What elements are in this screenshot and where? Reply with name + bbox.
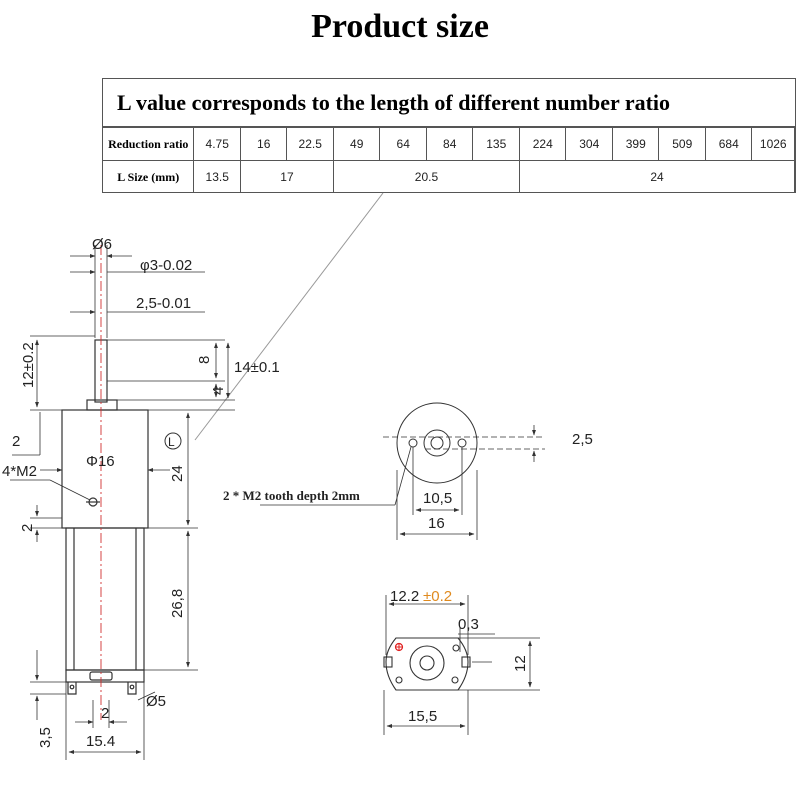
l-leader-line xyxy=(194,192,384,441)
table-heading: L value corresponds to the length of dif… xyxy=(103,79,795,127)
l-size-cell: 24 xyxy=(518,160,796,193)
dim-top-10-5: 10,5 xyxy=(423,490,452,507)
dim-3-5: 3,5 xyxy=(37,727,54,748)
ratio-grid: Reduction ratio 4.75 16 22.5 49 64 84 13… xyxy=(103,127,796,193)
top-screw-hole-left xyxy=(408,438,418,448)
screw-label: 4*M2 xyxy=(2,463,37,480)
gearbox-top-view xyxy=(396,402,478,484)
ratio-cell: 1026 xyxy=(751,127,795,161)
dim-top-2-5: 2,5 xyxy=(572,431,593,448)
row-label-l-size: L Size (mm) xyxy=(103,160,195,193)
dim-phi16: Φ16 xyxy=(86,453,115,470)
dim-4: 4 xyxy=(210,387,227,395)
ratio-row: Reduction ratio 4.75 16 22.5 49 64 84 13… xyxy=(103,127,795,161)
dim-dia5: Ø5 xyxy=(146,693,166,710)
ratio-cell: 399 xyxy=(611,127,660,161)
dim-flat: 2,5-0.01 xyxy=(136,295,191,312)
ratio-cell: 49 xyxy=(332,127,381,161)
row-label-reduction-ratio: Reduction ratio xyxy=(103,127,195,161)
ratio-cell: 135 xyxy=(472,127,520,161)
end-bushing xyxy=(409,645,445,681)
dim-12-2-tolerance: ±0.2 xyxy=(423,588,452,605)
ratio-length-table: L value corresponds to the length of dif… xyxy=(102,78,796,193)
l-size-cell: 20.5 xyxy=(332,160,520,193)
top-outer-circle xyxy=(396,402,478,484)
l-size-cell: 13.5 xyxy=(193,160,241,193)
ratio-cell: 684 xyxy=(704,127,753,161)
dim-12: 12±0.2 xyxy=(20,342,37,388)
polarity-plus-marker xyxy=(394,642,404,652)
dim-dia6: Ø6 xyxy=(92,236,112,253)
dim-24: 24 xyxy=(169,465,186,482)
l-size-row: L Size (mm) 13.5 17 20.5 24 xyxy=(103,160,796,193)
dim-end-12: 12 xyxy=(512,655,529,672)
dim-top-16: 16 xyxy=(428,515,445,532)
dim-15-4: 15.4 xyxy=(86,733,115,750)
dim-gap-2: 2 xyxy=(12,433,20,450)
dim-h2: 2 xyxy=(19,524,36,532)
terminal-left xyxy=(67,682,77,695)
dim-15-5: 15,5 xyxy=(408,708,437,725)
top-screw-hole-right xyxy=(457,438,467,448)
page-title: Product size xyxy=(311,8,489,45)
ratio-cell: 224 xyxy=(518,127,567,161)
motor-end-view xyxy=(383,637,471,691)
motor-body xyxy=(65,527,145,671)
screw-depth-note: 2 * M2 tooth depth 2mm xyxy=(223,488,360,503)
dim-phi3: φ3-0.02 xyxy=(140,257,192,274)
top-bore xyxy=(423,429,451,457)
motor-side-view xyxy=(61,339,149,695)
dim-8: 8 xyxy=(196,356,213,364)
dim-0-3: 0,3 xyxy=(458,616,479,633)
dim-14: 14±0.1 xyxy=(234,359,280,376)
terminal-right xyxy=(127,682,137,695)
l-size-cell: 17 xyxy=(239,160,334,193)
dim-26-8: 26,8 xyxy=(169,589,186,618)
ratio-cell: 4.75 xyxy=(193,127,241,161)
l-marker: L xyxy=(168,435,175,449)
dim-bottom-2: 2 xyxy=(101,705,109,722)
dim-12-2: 12.2 xyxy=(390,588,419,605)
l-marker-circle xyxy=(164,432,182,450)
